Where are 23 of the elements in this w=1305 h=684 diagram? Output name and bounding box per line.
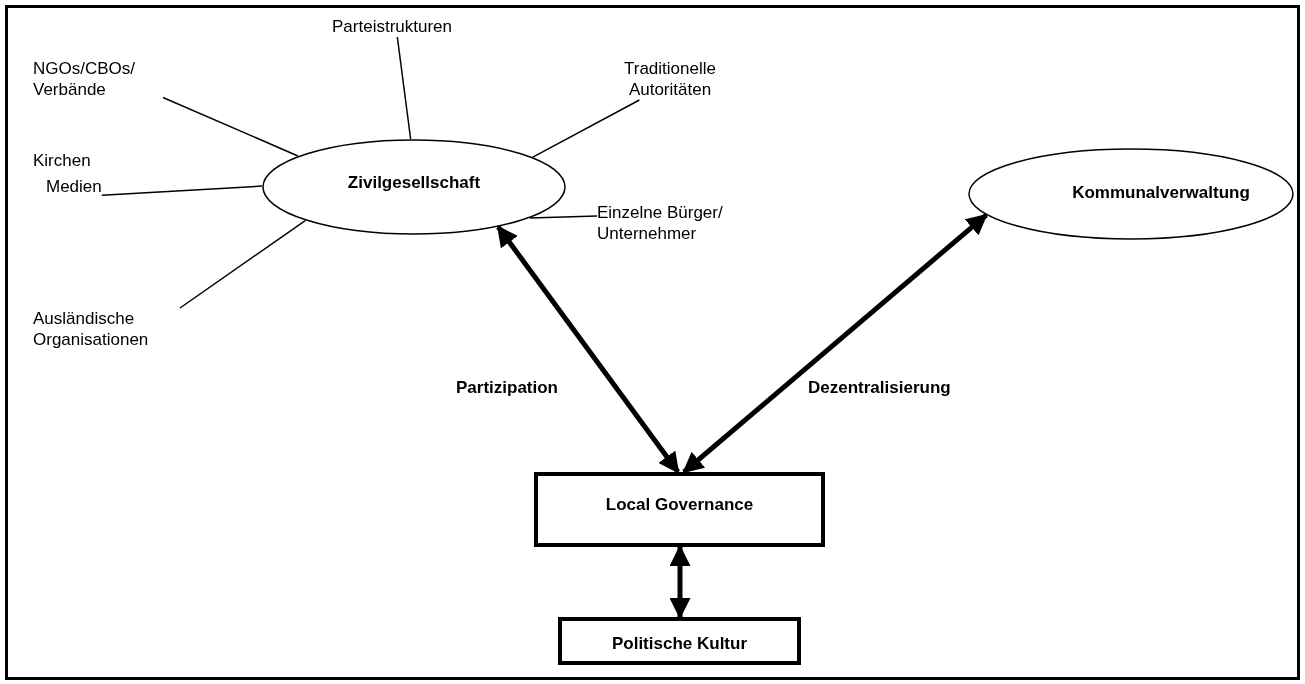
process-box [534, 472, 825, 547]
actor-label: Kirchen [33, 150, 91, 171]
actor-label: NGOs/CBOs/ Verbände [33, 58, 136, 100]
node-label: Politische Kultur [610, 633, 749, 654]
actor-label: Traditionelle Autoritäten [623, 58, 717, 100]
double-arrow [682, 213, 988, 474]
leader-line [162, 96, 299, 157]
actor-label: Parteistrukturen [332, 16, 452, 37]
leader-line [101, 185, 263, 197]
leader-line [179, 219, 306, 309]
double-arrow [496, 225, 680, 474]
node-label: Local Governance [604, 494, 755, 515]
leader-line [529, 215, 598, 219]
leader-line [396, 36, 412, 140]
actor-label: Einzelne Bürger/ Unternehmer [597, 202, 724, 244]
actor-label: Medien [46, 176, 102, 197]
edge-label: Partizipation [456, 378, 558, 398]
process-box [558, 617, 801, 665]
node-label: Zivilgesellschaft [346, 172, 482, 193]
actor-label: Ausländische Organisationen [33, 308, 150, 350]
leader-line [532, 99, 641, 158]
edge-label: Dezentralisierung [808, 378, 951, 398]
node-label: Kommunalverwaltung [1071, 182, 1251, 203]
